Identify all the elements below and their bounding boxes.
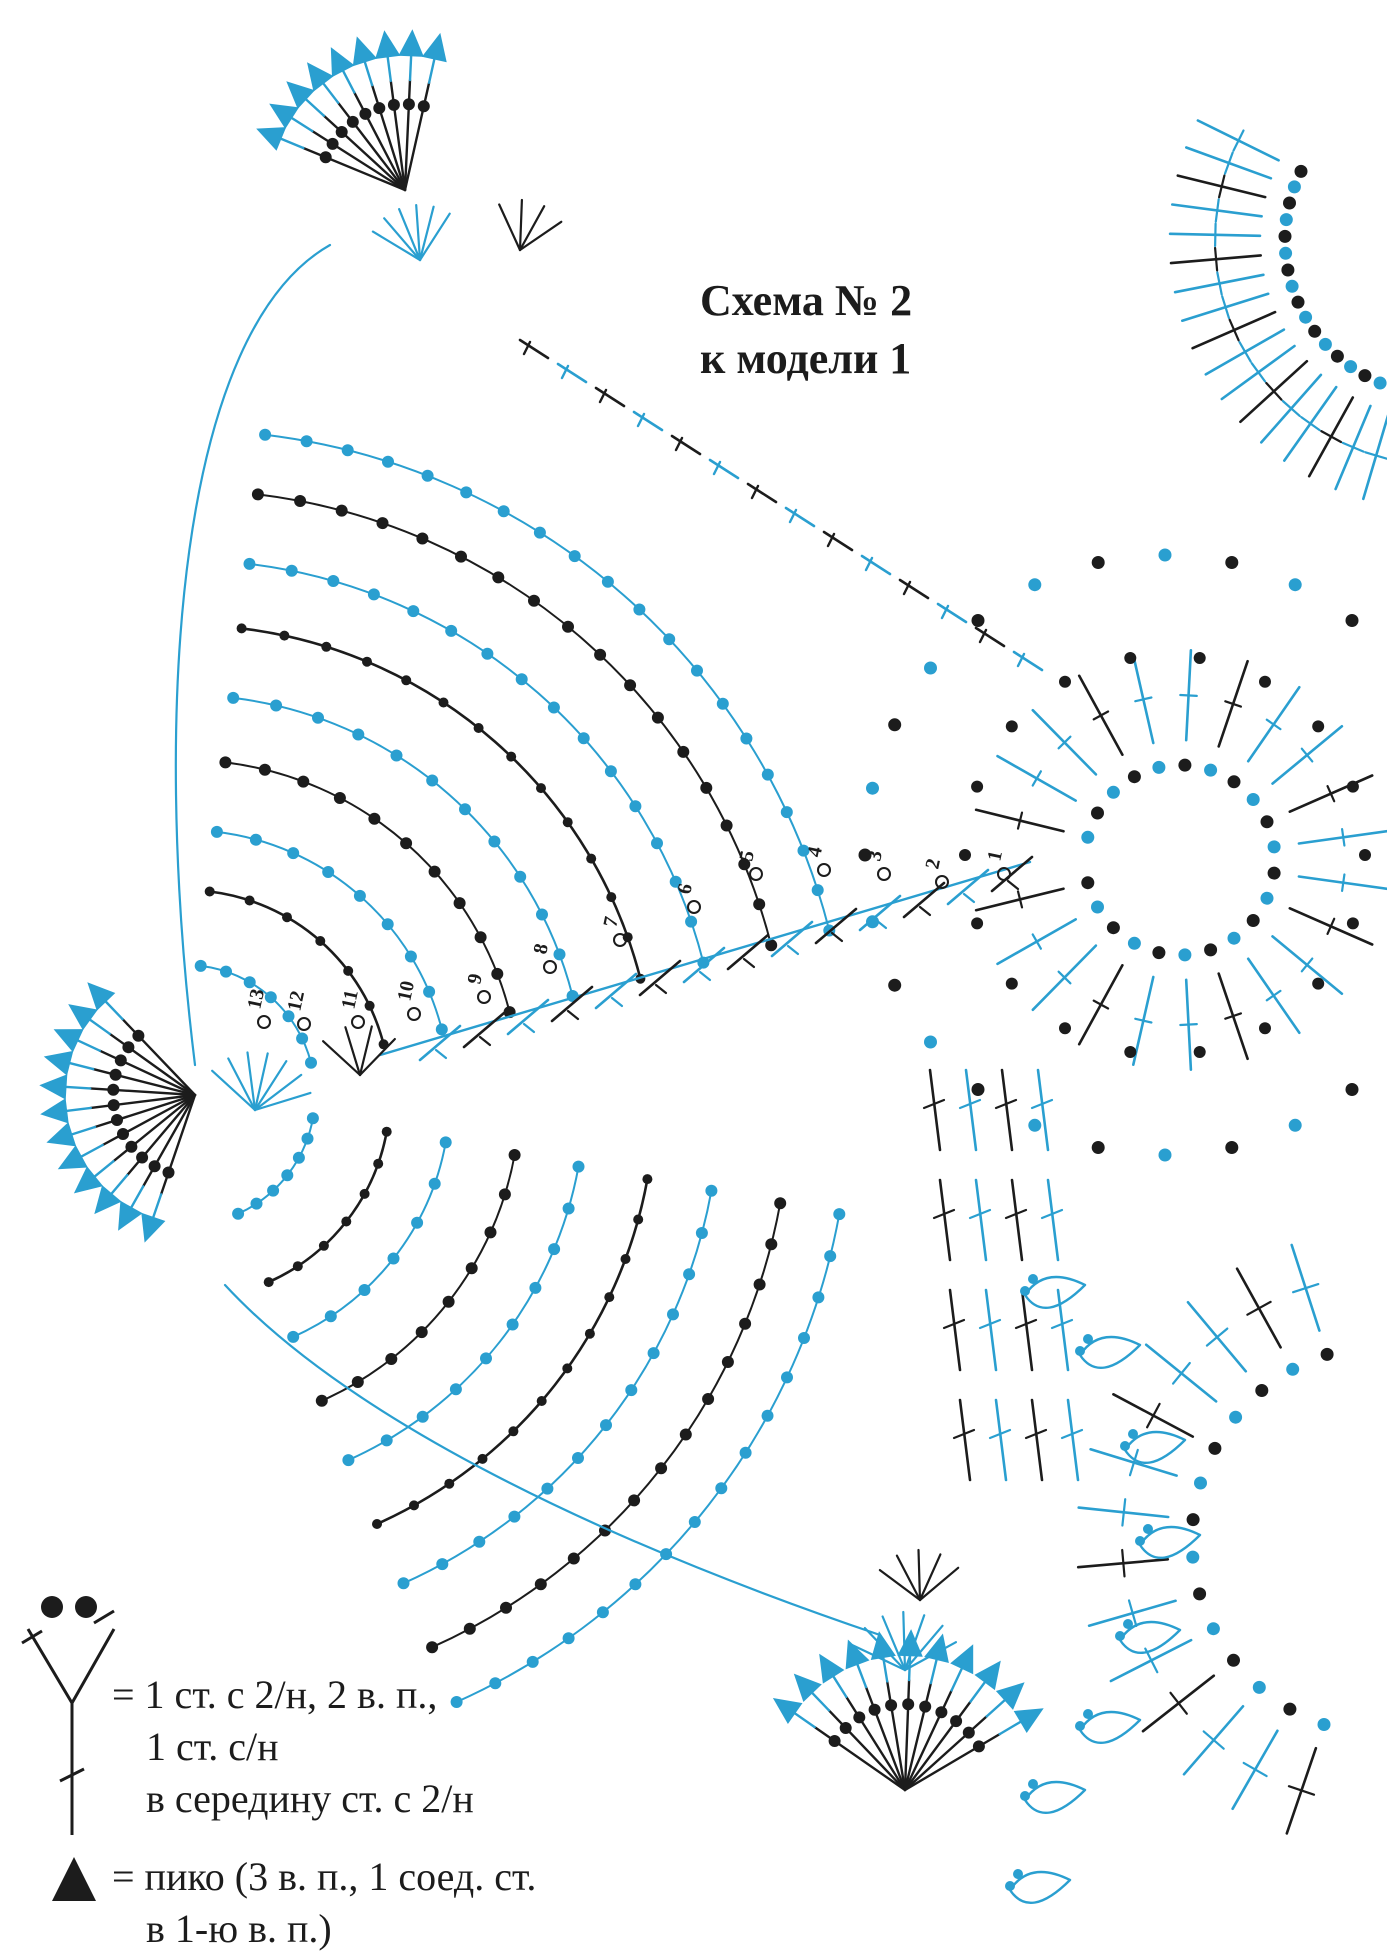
scheme-title-line1: Схема № 2 <box>700 276 913 325</box>
row-number-7: 7 <box>599 915 623 929</box>
row-number-2: 2 <box>921 857 945 871</box>
scheme-title: Схема № 2 к модели 1 <box>700 272 912 388</box>
legend-item1-line1: = 1 ст. с 2/н, 2 в. п., <box>112 1672 438 1717</box>
legend: = 1 ст. с 2/н, 2 в. п., 1 ст. с/н в сере… <box>0 1585 1100 1951</box>
double-crochet-v-stitch-icon <box>21 1596 116 1835</box>
legend-item1-line3: в середину ст. с 2/н <box>146 1776 474 1821</box>
picot-triangle-icon <box>52 1857 96 1901</box>
row-number-13: 13 <box>243 987 269 1011</box>
row-number-9: 9 <box>463 972 487 986</box>
chart-artwork <box>39 29 1387 1904</box>
row-number-10: 10 <box>393 979 419 1003</box>
legend-item1-line2: 1 ст. с/н <box>146 1724 279 1769</box>
scheme-title-line2: к модели 1 <box>700 334 912 383</box>
legend-item2-line2: в 1-ю в. п.) <box>146 1906 332 1951</box>
row-number-3: 3 <box>863 849 887 863</box>
row-number-12: 12 <box>283 989 309 1013</box>
row-number-8: 8 <box>529 942 553 956</box>
row-number-6: 6 <box>673 882 697 896</box>
row-number-4: 4 <box>803 845 827 859</box>
row-number-5: 5 <box>735 849 759 863</box>
legend-item2-line1: = пико (3 в. п., 1 соед. ст. <box>112 1854 537 1899</box>
row-number-1: 1 <box>983 849 1007 863</box>
row-number-11: 11 <box>337 988 362 1011</box>
